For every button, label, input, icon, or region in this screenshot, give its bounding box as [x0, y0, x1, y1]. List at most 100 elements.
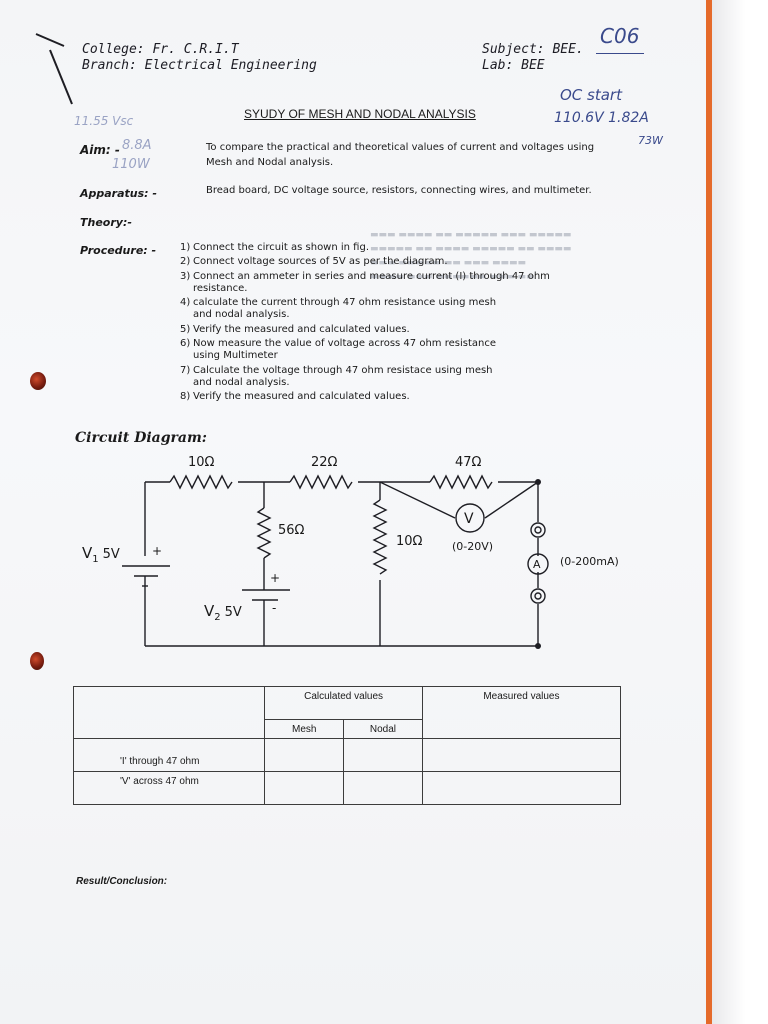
page-edge-shadow — [712, 0, 768, 1024]
procedure-item-text: Connect voltage sources of 5V as per the… — [193, 256, 448, 268]
procedure-item: 1)Connect the circuit as shown in fig. — [180, 242, 560, 254]
procedure-item-number: 3) — [180, 270, 191, 282]
table-cell-nodal — [343, 771, 423, 805]
procedure-item-number: 8) — [180, 391, 191, 403]
subject-line: Subject: BEE. — [482, 42, 584, 57]
procedure-item: 4)calculate the current through 47 ohm r… — [180, 297, 560, 322]
junction-dot-bottom — [535, 643, 541, 649]
table-header-row: Calculated values Measured values — [72, 686, 622, 739]
lab-line: Lab: BEE — [482, 58, 545, 73]
ammeter-terminal-top-inner — [534, 526, 542, 534]
table-cell-measured — [421, 771, 622, 805]
label-v1: V1 5V — [82, 544, 120, 565]
procedure-item-text: Verify the measured and calculated value… — [193, 323, 410, 335]
procedure-list-wrap: 1)Connect the circuit as shown in fig.2)… — [180, 242, 560, 406]
procedure-item-number: 6) — [180, 338, 191, 350]
v2-minus: - — [272, 601, 276, 615]
ammeter-terminal-top — [530, 522, 546, 538]
procedure-item-text: and nodal analysis. — [193, 309, 290, 321]
resistor-22-ohm — [289, 474, 353, 490]
handwritten-code: C06 — [600, 24, 640, 48]
v1-symbol: V — [82, 544, 93, 562]
procedure-item-number: 5) — [180, 323, 191, 335]
procedure-item: 2)Connect voltage sources of 5V as per t… — [180, 256, 560, 268]
junction-dot-top — [535, 479, 541, 485]
v2-plus: + — [270, 571, 280, 585]
paper-page: ▬▬▬ ▬▬▬▬ ▬▬ ▬▬▬▬▬ ▬▬▬ ▬▬▬▬▬▬▬▬▬▬ ▬▬ ▬▬▬▬… — [0, 0, 712, 1024]
aim-text-line-1: To compare the practical and theoretical… — [206, 142, 595, 153]
procedure-item-text: and nodal analysis. — [193, 376, 290, 388]
label-r3: 47Ω — [455, 455, 482, 470]
aim-label: Aim: - — [80, 143, 120, 157]
procedure-item-text: calculate the current through 47 ohm res… — [193, 297, 497, 309]
handwritten-vsc: 11.55 Vsc — [74, 114, 134, 128]
aim-text-line-2: Mesh and Nodal analysis. — [206, 157, 334, 168]
corner-marks — [35, 33, 73, 105]
resistor-10-ohm-vertical — [372, 499, 388, 575]
voltmeter-symbol: V — [464, 511, 474, 527]
branch-line: Branch: Electrical Engineering — [82, 58, 317, 73]
procedure-item-text: using Multimeter — [193, 350, 278, 362]
table-cell-measured — [421, 738, 622, 772]
ammeter-terminal-bottom-inner — [534, 592, 542, 600]
ammeter-circle — [527, 553, 549, 575]
binder-edge — [706, 0, 712, 1024]
table-cell-mesh — [264, 738, 345, 772]
procedure-item-text: Connect an ammeter in series and measure… — [193, 270, 550, 282]
procedure-item: 8)Verify the measured and calculated val… — [180, 391, 560, 403]
handwritten-voltage-current: 110.6V 1.82A — [554, 110, 649, 126]
procedure-item-number: 2) — [180, 256, 191, 268]
procedure-item-text: Now measure the value of voltage across … — [193, 338, 496, 350]
table-header-measured: Measured values — [421, 686, 622, 739]
voltmeter-range: (0-20V) — [452, 540, 493, 553]
table-row-label: 'I' through 47 ohm — [72, 738, 266, 772]
table-row: 'V' across 47 ohm — [72, 771, 622, 805]
procedure-item-text: resistance. — [193, 282, 248, 294]
table-subheader-row: Mesh Nodal — [74, 719, 621, 739]
label-r1: 10Ω — [188, 455, 215, 470]
handwritten-aim-note-2: 110W — [112, 157, 150, 172]
bleed-through-text: ▬▬▬ ▬▬▬▬ ▬▬ ▬▬▬▬▬ ▬▬▬ ▬▬▬▬▬▬▬▬▬▬ ▬▬ ▬▬▬▬… — [370, 230, 572, 282]
table-header-calculated: Calculated values — [264, 686, 423, 720]
procedure-item-number: 4) — [180, 297, 191, 309]
handwritten-aim-note-1: 8.8A — [122, 138, 152, 153]
handwritten-oc-start: OC start — [560, 86, 622, 104]
v1-subscript: 1 — [92, 554, 98, 565]
apparatus-text: Bread board, DC voltage source, resistor… — [206, 185, 592, 196]
handwritten-watts: 73W — [638, 134, 663, 147]
v2-value: 5V — [225, 605, 242, 620]
label-r2: 22Ω — [311, 455, 338, 470]
v2-symbol: V — [204, 602, 215, 620]
table-header-nodal: Nodal — [343, 719, 423, 739]
resistor-47-ohm — [429, 474, 493, 490]
apparatus-label: Apparatus: - — [80, 187, 157, 200]
procedure-item-number: 1) — [180, 242, 191, 253]
v1-value: 5V — [103, 547, 120, 562]
result-conclusion-label: Result/Conclusion: — [76, 876, 168, 887]
v1-plus: + — [152, 544, 162, 558]
page-title: SYUDY OF MESH AND NODAL ANALYSIS — [244, 107, 476, 121]
procedure-item-number: 7) — [180, 364, 191, 376]
table-row-label: 'V' across 47 ohm — [72, 771, 266, 805]
resistor-10-ohm-top — [169, 474, 233, 490]
table-header-mesh: Mesh — [264, 719, 345, 739]
table-cell-mesh — [264, 771, 345, 805]
table-row: 'I' through 47 ohm — [72, 738, 622, 772]
procedure-label: Procedure: - — [80, 244, 157, 257]
label-r4: 56Ω — [278, 523, 305, 538]
punch-hole-top — [30, 372, 46, 390]
college-line: College: Fr. C.R.I.T — [82, 42, 239, 57]
resistor-56-ohm — [256, 507, 272, 559]
ammeter-terminal-bottom — [530, 588, 546, 604]
ammeter-symbol: A — [533, 558, 541, 571]
table-cell-nodal — [343, 738, 423, 772]
voltmeter-lead-right — [484, 481, 539, 519]
procedure-item: 7)Calculate the voltage through 47 ohm r… — [180, 365, 560, 390]
procedure-item-text: Connect the circuit as shown in fig. — [193, 242, 369, 253]
procedure-item-text: Calculate the voltage through 47 ohm res… — [193, 364, 493, 376]
label-r5: 10Ω — [396, 534, 423, 549]
table-blank-cell — [72, 686, 266, 739]
voltmeter-circle — [455, 503, 485, 533]
procedure-item: 5)Verify the measured and calculated val… — [180, 324, 560, 336]
